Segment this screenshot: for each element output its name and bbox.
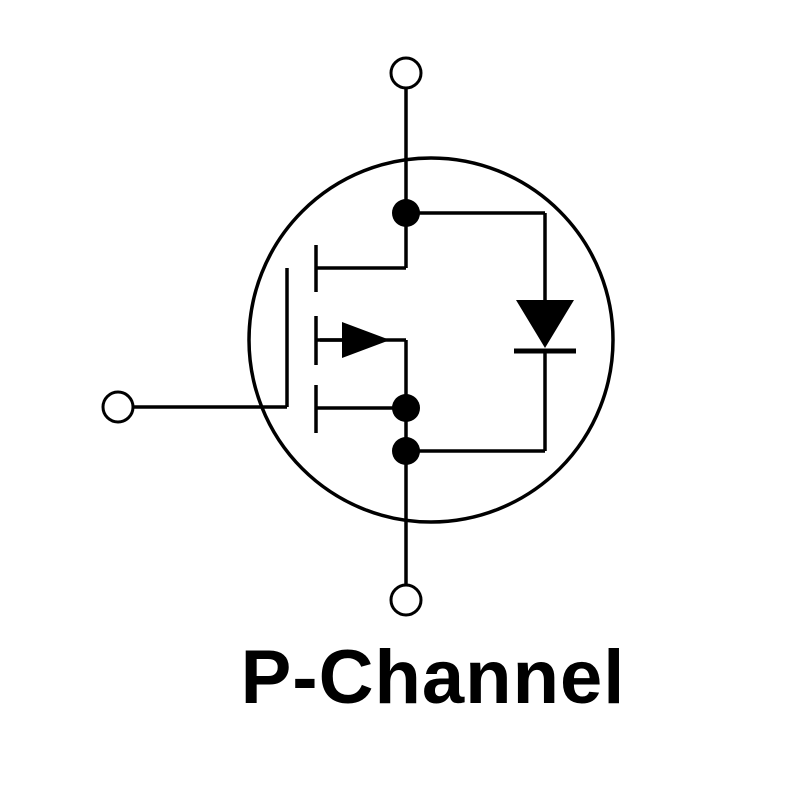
body-arrow-icon — [342, 322, 390, 358]
caption-label: P-Channel — [240, 635, 626, 720]
diode-triangle-icon — [516, 300, 574, 348]
drain-terminal — [389, 56, 423, 90]
junction-dot-source — [392, 394, 420, 422]
device-envelope-circle — [247, 156, 615, 524]
junction-dot-drain — [392, 199, 420, 227]
junction-dot-diode-bottom — [392, 437, 420, 465]
source-terminal — [389, 583, 423, 617]
gate-terminal — [101, 390, 135, 424]
